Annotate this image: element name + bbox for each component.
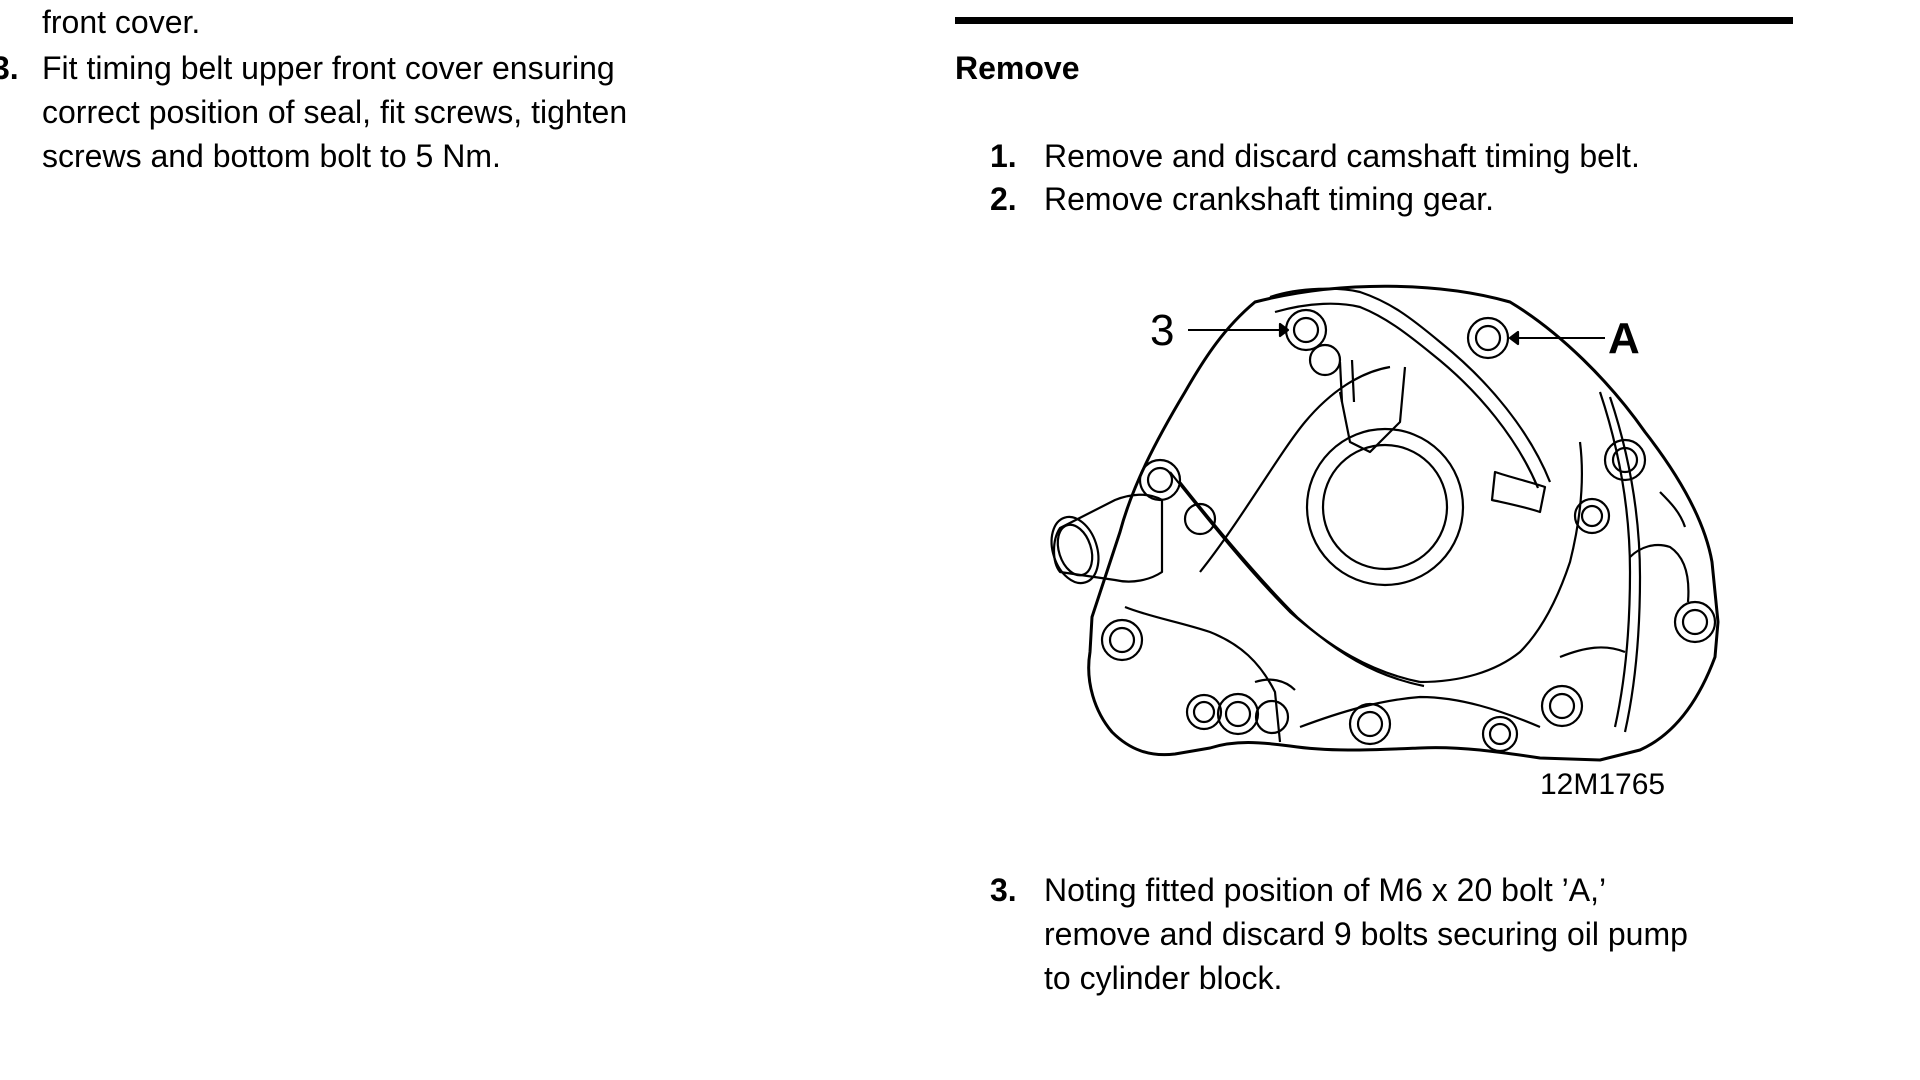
oil-pump-illustration: 3 A 12M1765	[1050, 284, 1720, 801]
pump-housing-outline	[1087, 284, 1720, 762]
step-3-number: 3.	[990, 872, 1017, 908]
step-2-text: Remove crankshaft timing gear.	[1044, 181, 1494, 217]
section-divider	[955, 17, 1793, 24]
step-1-text: Remove and discard camshaft timing belt.	[1044, 138, 1640, 174]
step-3-line-3: to cylinder block.	[1044, 960, 1283, 996]
left-partial-line: front cover.	[42, 4, 201, 40]
left-step-3-line-2: correct position of seal, fit screws, ti…	[42, 94, 628, 130]
callout-3-label: 3	[1150, 306, 1174, 355]
left-step-3-line-1: Fit timing belt upper front cover ensuri…	[42, 50, 615, 86]
step-3-line-1: Noting fitted position of M6 x 20 bolt ’…	[1044, 872, 1607, 908]
callout-a-label: A	[1608, 314, 1640, 363]
rotor-bore-outer	[1305, 427, 1465, 587]
step-3-line-2: remove and discard 9 bolts securing oil …	[1044, 916, 1688, 952]
left-step-3-line-3: screws and bottom bolt to 5 Nm.	[42, 138, 501, 174]
section-heading-remove: Remove	[955, 50, 1080, 86]
rotor-bore-inner	[1321, 443, 1449, 571]
oil-pump-figure: 3 A 12M1765	[1040, 272, 1760, 802]
step-1-number: 1.	[990, 138, 1017, 174]
step-2-number: 2.	[990, 181, 1017, 217]
left-step-3-number: 3.	[0, 50, 19, 86]
bolt-bosses	[1100, 308, 1717, 753]
inlet-pipe	[1052, 493, 1164, 583]
figure-code: 12M1765	[1540, 768, 1665, 801]
